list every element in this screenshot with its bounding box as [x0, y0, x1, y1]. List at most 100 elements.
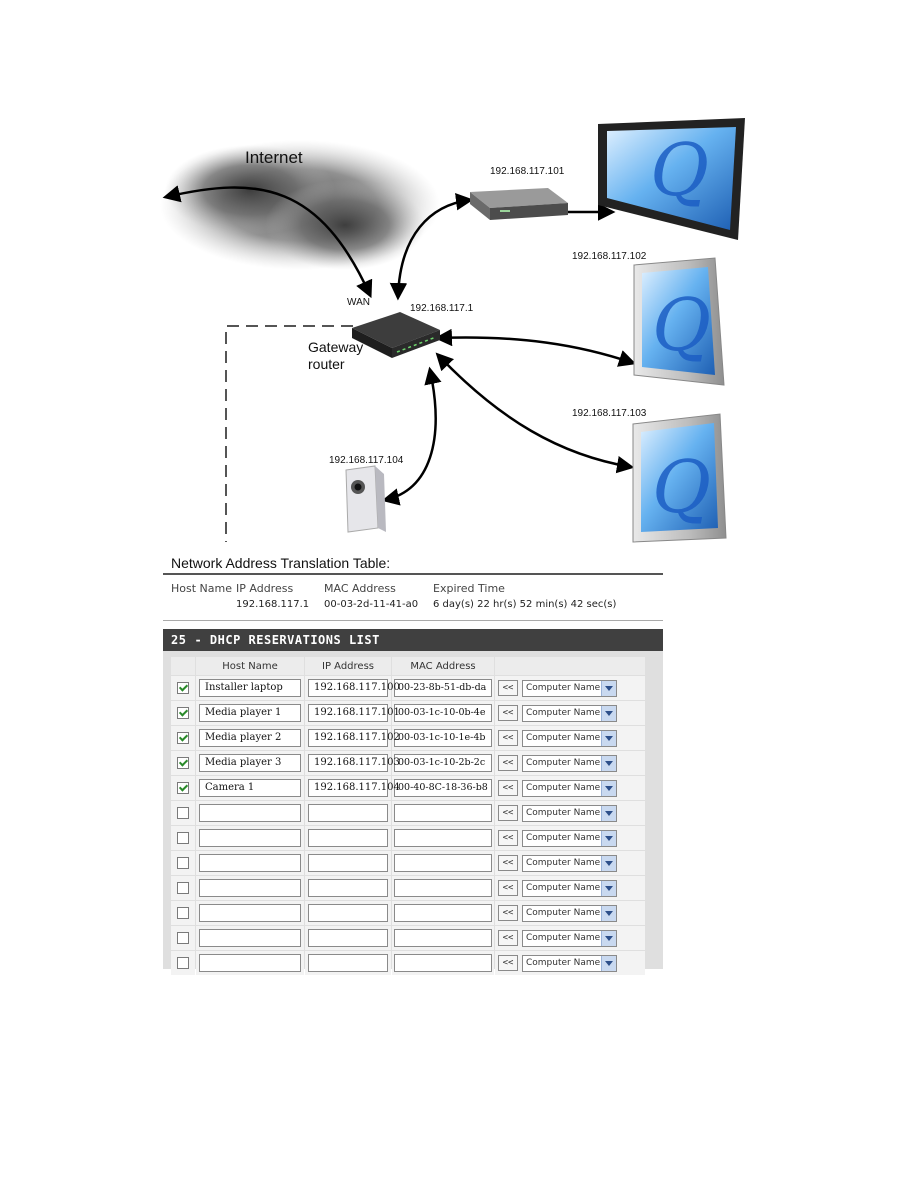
- host-name-field[interactable]: [199, 804, 301, 822]
- ip-address-field[interactable]: [308, 879, 388, 897]
- host-name-field[interactable]: [199, 879, 301, 897]
- mac-address-field[interactable]: [394, 854, 492, 872]
- chevron-down-icon[interactable]: [601, 830, 616, 846]
- copy-button[interactable]: <<: [498, 755, 518, 771]
- ip-address-field[interactable]: [308, 854, 388, 872]
- computer-name-select[interactable]: Computer Name: [522, 804, 617, 822]
- enable-cell: [171, 901, 195, 925]
- enable-checkbox[interactable]: [177, 881, 189, 894]
- computer-name-select[interactable]: Computer Name: [522, 679, 617, 697]
- chevron-down-icon[interactable]: [601, 680, 616, 696]
- host-name-field[interactable]: [199, 954, 301, 972]
- computer-name-select[interactable]: Computer Name: [522, 704, 617, 722]
- mac-address-field[interactable]: 00-40-8C-18-36-b8: [394, 779, 492, 797]
- host-name-field[interactable]: [199, 829, 301, 847]
- host-name-field[interactable]: [199, 904, 301, 922]
- chevron-down-icon[interactable]: [601, 705, 616, 721]
- enable-checkbox[interactable]: [177, 781, 189, 794]
- ip-address-cell: 192.168.117.103: [305, 751, 400, 775]
- chevron-down-icon[interactable]: [601, 780, 616, 796]
- computer-name-select[interactable]: Computer Name: [522, 904, 617, 922]
- host-name-field[interactable]: [199, 929, 301, 947]
- device-ip-label: 192.168.117.103: [572, 408, 647, 419]
- host-name-field[interactable]: Installer laptop: [199, 679, 301, 697]
- computer-name-select[interactable]: Computer Name: [522, 779, 617, 797]
- ip-address-field[interactable]: [308, 929, 388, 947]
- chevron-down-icon[interactable]: [601, 730, 616, 746]
- computer-name-select[interactable]: Computer Name: [522, 754, 617, 772]
- computer-name-select[interactable]: Computer Name: [522, 829, 617, 847]
- computer-name-select[interactable]: Computer Name: [522, 954, 617, 972]
- computer-name-select-value: Computer Name: [526, 732, 601, 743]
- ip-address-field[interactable]: [308, 829, 388, 847]
- enable-checkbox[interactable]: [177, 806, 189, 819]
- copy-button[interactable]: <<: [498, 830, 518, 846]
- mac-address-cell: [392, 801, 494, 825]
- copy-button[interactable]: <<: [498, 780, 518, 796]
- copy-button[interactable]: <<: [498, 880, 518, 896]
- ip-address-field[interactable]: [308, 954, 388, 972]
- ip-address-field[interactable]: [308, 804, 388, 822]
- enable-checkbox[interactable]: [177, 856, 189, 869]
- copy-button[interactable]: <<: [498, 955, 518, 971]
- ip-address-field[interactable]: 192.168.117.100: [308, 679, 400, 697]
- mac-address-field[interactable]: [394, 929, 492, 947]
- enable-checkbox[interactable]: [177, 706, 189, 719]
- computer-name-select[interactable]: Computer Name: [522, 854, 617, 872]
- chevron-down-icon[interactable]: [601, 805, 616, 821]
- enable-checkbox[interactable]: [177, 731, 189, 744]
- host-name-cell: Media player 1: [196, 701, 304, 725]
- mac-address-field[interactable]: 00-23-8b-51-db-da: [394, 679, 492, 697]
- ip-address-field[interactable]: 192.168.117.101: [308, 704, 400, 722]
- mac-address-field[interactable]: 00-03-1c-10-1e-4b: [394, 729, 492, 747]
- copy-button[interactable]: <<: [498, 930, 518, 946]
- controls-cell: <<Computer Name: [495, 751, 645, 775]
- mac-address-field[interactable]: 00-03-1c-10-0b-4e: [394, 704, 492, 722]
- chevron-down-icon[interactable]: [601, 905, 616, 921]
- enable-checkbox[interactable]: [177, 906, 189, 919]
- nat-value-expires: 6 day(s) 22 hr(s) 52 min(s) 42 sec(s): [433, 599, 617, 610]
- copy-button[interactable]: <<: [498, 705, 518, 721]
- host-name-field[interactable]: Media player 1: [199, 704, 301, 722]
- enable-checkbox[interactable]: [177, 931, 189, 944]
- ip-address-field[interactable]: 192.168.117.104: [308, 779, 400, 797]
- computer-name-select-value: Computer Name: [526, 807, 601, 818]
- device-ip-label: 192.168.117.104: [329, 455, 404, 466]
- chevron-down-icon[interactable]: [601, 930, 616, 946]
- display-icon: Q: [598, 118, 745, 240]
- ip-address-field[interactable]: [308, 904, 388, 922]
- copy-button[interactable]: <<: [498, 805, 518, 821]
- computer-name-select-value: Computer Name: [526, 782, 601, 793]
- host-name-field[interactable]: Media player 3: [199, 754, 301, 772]
- mac-address-field[interactable]: [394, 904, 492, 922]
- mac-address-field[interactable]: [394, 804, 492, 822]
- computer-name-select[interactable]: Computer Name: [522, 729, 617, 747]
- enable-checkbox[interactable]: [177, 756, 189, 769]
- mac-address-field[interactable]: 00-03-1c-10-2b-2c: [394, 754, 492, 772]
- host-name-field[interactable]: Media player 2: [199, 729, 301, 747]
- mac-address-field[interactable]: [394, 829, 492, 847]
- enable-checkbox[interactable]: [177, 956, 189, 969]
- copy-button[interactable]: <<: [498, 680, 518, 696]
- host-name-field[interactable]: [199, 854, 301, 872]
- row-controls: <<Computer Name: [495, 904, 645, 922]
- host-name-field[interactable]: Camera 1: [199, 779, 301, 797]
- copy-button[interactable]: <<: [498, 730, 518, 746]
- computer-name-select[interactable]: Computer Name: [522, 879, 617, 897]
- enable-checkbox[interactable]: [177, 831, 189, 844]
- mac-address-field[interactable]: [394, 879, 492, 897]
- copy-button[interactable]: <<: [498, 855, 518, 871]
- enable-cell: [171, 926, 195, 950]
- mac-address-cell: 00-40-8C-18-36-b8: [392, 776, 494, 800]
- ip-address-cell: [305, 826, 391, 850]
- ip-address-field[interactable]: 192.168.117.102: [308, 729, 400, 747]
- copy-button[interactable]: <<: [498, 905, 518, 921]
- enable-checkbox[interactable]: [177, 681, 189, 694]
- computer-name-select[interactable]: Computer Name: [522, 929, 617, 947]
- chevron-down-icon[interactable]: [601, 855, 616, 871]
- chevron-down-icon[interactable]: [601, 955, 616, 971]
- chevron-down-icon[interactable]: [601, 755, 616, 771]
- ip-address-field[interactable]: 192.168.117.103: [308, 754, 400, 772]
- mac-address-field[interactable]: [394, 954, 492, 972]
- chevron-down-icon[interactable]: [601, 880, 616, 896]
